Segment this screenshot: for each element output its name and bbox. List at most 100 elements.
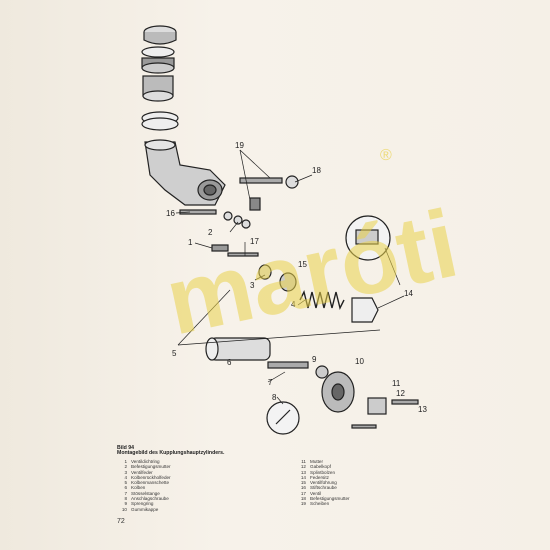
legend-row: 16 Stiftschraube: [296, 485, 446, 490]
reservoir-rings: [141, 46, 179, 131]
legend-number: 11: [301, 459, 306, 464]
callout-7: 7: [268, 378, 273, 387]
callout-19: 19: [235, 141, 244, 150]
legend-row: 13 Splintbolzen: [296, 470, 446, 475]
washer-bolts: [239, 175, 299, 211]
legend-number: 2: [124, 464, 127, 470]
legend-text: Befestigungsmutter: [131, 464, 171, 470]
legend-row: 11 Mutter: [296, 459, 446, 464]
callout-16: 16: [166, 209, 175, 218]
reservoir-cap: [143, 25, 177, 45]
figure-caption: Bild 94 Montagebild des Kupplungshauptzy…: [117, 445, 447, 457]
legend-text: Mutter: [310, 459, 324, 464]
svg-text:maróti: maróti: [157, 190, 466, 356]
callout-10: 10: [355, 357, 364, 366]
callout-12: 12: [396, 389, 405, 398]
callout-5: 5: [172, 349, 177, 358]
parts-legend-right: 11 Mutter 12 Gabelkopf 13 Splintbolzen 14 Fe…: [296, 459, 446, 507]
legend-text: Stösselstange: [131, 490, 160, 496]
valve-assembly: [211, 244, 297, 292]
leader-lines: [175, 149, 405, 405]
piston: [205, 337, 271, 361]
circlip-inset: [266, 401, 300, 435]
figure-subtitle: Montagebild des Kupplungshauptzylinders.: [117, 450, 225, 457]
legend-row: 4 Kolbenrückholfeder: [117, 475, 287, 480]
rubber-boot: [321, 371, 355, 413]
callout-3: 3: [250, 281, 255, 290]
legend-row: 9 Sprengring: [117, 501, 287, 506]
cylinder-body: [144, 139, 226, 206]
figure-number: Bild 94: [117, 445, 135, 451]
callout-6: 6: [227, 358, 232, 367]
legend-text: Befestigungsmutter: [310, 496, 350, 502]
legend-text: Kolbenrückholfeder: [131, 474, 171, 480]
legend-text: Ventil: [310, 490, 322, 496]
legend-row: 7 Stösselstange: [117, 491, 287, 496]
legend-row: 17 Ventil: [296, 491, 446, 496]
callout-8: 8: [272, 393, 277, 402]
legend-row: 18 Befestigungsmutter: [296, 496, 446, 501]
page-number: 72: [117, 518, 125, 525]
callout-2: 2: [208, 228, 213, 237]
legend-number: 13: [300, 469, 306, 475]
legend-text: Gummikappe: [131, 506, 159, 512]
legend-row: 8 Anschlagschraube: [117, 496, 287, 501]
callout-9: 9: [312, 355, 317, 364]
parts-legend-left: 1 Ventildichtring 2 Befestigungsmutter 3 Ve…: [117, 459, 287, 512]
callout-4: 4: [291, 300, 296, 309]
legend-number: 3: [124, 469, 127, 475]
svg-text:®: ®: [380, 147, 392, 164]
return-spring: [299, 289, 345, 311]
legend-row: 12 Gabelkopf: [296, 464, 446, 469]
legend-text: Kolben: [131, 485, 146, 491]
legend-row: 5 Kolbenmanschette: [117, 480, 287, 485]
legend-text: Anschlagschraube: [131, 496, 169, 502]
push-rod: [267, 361, 329, 379]
legend-row: 15 Ventilführung: [296, 480, 446, 485]
legend-number: 6: [124, 485, 127, 491]
callout-1: 1: [188, 238, 193, 247]
legend-text: Stiftschraube: [310, 485, 337, 491]
legend-text: Kolbenmanschette: [131, 480, 170, 486]
legend-number: 8: [124, 496, 127, 502]
legend-row: 1 Ventildichtring: [117, 459, 287, 464]
callout-13: 13: [418, 405, 427, 414]
legend-number: 10: [121, 506, 127, 512]
legend-row: 2 Befestigungsmutter: [117, 464, 287, 469]
callout-14: 14: [404, 289, 413, 298]
clevis-and-pin: [351, 397, 419, 429]
legend-text: Splintbolzen: [310, 469, 336, 475]
spring-seat: [351, 297, 379, 323]
legend-number: 15: [300, 480, 306, 486]
legend-text: Ventildichtring: [131, 459, 160, 464]
inset-detail: [345, 215, 391, 261]
legend-row: 10 Gummikappe: [117, 507, 287, 512]
legend-text: Ventilführung: [310, 480, 337, 486]
legend-number: 16: [300, 485, 306, 491]
callout-17: 17: [250, 237, 259, 246]
legend-row: 3 Ventilfeder: [117, 470, 287, 475]
legend-row: 6 Kolben: [117, 485, 287, 490]
legend-text: Sprengring: [131, 501, 154, 507]
legend-text: Federsitz: [310, 474, 329, 480]
legend-number: 18: [300, 496, 306, 502]
callout-15: 15: [298, 260, 307, 269]
legend-number: 12: [300, 464, 306, 470]
legend-number: 17: [300, 490, 306, 496]
legend-text: Ventilfeder: [131, 469, 153, 475]
legend-number: 9: [124, 501, 127, 507]
legend-number: 5: [124, 480, 127, 486]
legend-number: 14: [300, 474, 306, 480]
legend-row: 14 Federsitz: [296, 475, 446, 480]
legend-number: 4: [124, 474, 127, 480]
legend-number: 1: [124, 459, 127, 464]
legend-text: Scheiben: [310, 501, 330, 507]
callout-18: 18: [312, 166, 321, 175]
legend-row: 19 Scheiben: [296, 501, 446, 506]
callout-11: 11: [392, 379, 401, 388]
legend-number: 7: [124, 490, 127, 496]
legend-number: 19: [300, 501, 306, 507]
legend-text: Gabelkopf: [310, 464, 331, 470]
